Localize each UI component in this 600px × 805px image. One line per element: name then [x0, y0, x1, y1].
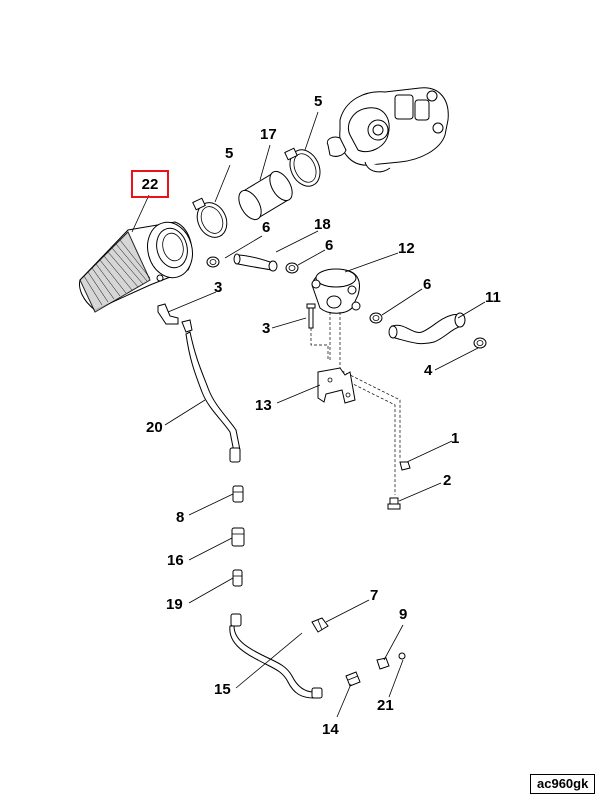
coupler-17	[238, 170, 293, 221]
callout-20[interactable]: 20	[146, 419, 163, 436]
housing-12	[311, 268, 361, 314]
callout-6[interactable]: 6	[423, 276, 432, 293]
callout-11[interactable]: 11	[485, 289, 501, 306]
callout-5[interactable]: 5	[314, 93, 323, 110]
screw-3	[306, 303, 316, 329]
callout-17[interactable]: 17	[260, 126, 277, 143]
air-filter-22	[79, 221, 193, 313]
leader-lines	[131, 111, 486, 718]
callout-14[interactable]: 14	[322, 721, 339, 738]
washer-21	[398, 652, 406, 660]
elbow-3-left	[157, 303, 179, 325]
bracket-13	[317, 367, 356, 404]
callout-7[interactable]: 7	[370, 587, 379, 604]
throttle-body-assembly	[326, 87, 449, 173]
callout-4[interactable]: 4	[424, 362, 433, 379]
fitting-8	[232, 485, 244, 503]
nut-9	[376, 657, 390, 670]
fitting-6-b	[285, 262, 299, 274]
callout-12[interactable]: 12	[398, 240, 415, 257]
callout-5[interactable]: 5	[225, 145, 234, 162]
clamp-4	[473, 337, 487, 349]
callout-13[interactable]: 13	[255, 397, 272, 414]
callout-22-highlighted[interactable]: 22	[131, 170, 169, 198]
callout-6[interactable]: 6	[262, 219, 271, 236]
nut-1	[399, 461, 411, 471]
callout-3[interactable]: 3	[214, 279, 223, 296]
fitting-16	[231, 527, 245, 547]
fitting-14	[345, 671, 361, 687]
fitting-6-a	[206, 256, 220, 268]
callout-15[interactable]: 15	[214, 681, 231, 698]
bolt-2	[387, 497, 401, 510]
image-code-label: ac960gk	[530, 774, 596, 794]
hose-20	[181, 319, 241, 463]
callout-16[interactable]: 16	[167, 552, 184, 569]
callout-8[interactable]: 8	[176, 509, 185, 526]
callout-1[interactable]: 1	[451, 430, 460, 447]
callout-2[interactable]: 2	[443, 472, 452, 489]
clamp-5-left	[192, 197, 228, 238]
hose-11	[388, 312, 466, 345]
callout-21[interactable]: 21	[377, 697, 394, 714]
callout-3[interactable]: 3	[262, 320, 271, 337]
callout-19[interactable]: 19	[166, 596, 183, 613]
fitting-19	[232, 569, 243, 587]
callout-9[interactable]: 9	[399, 606, 408, 623]
clamp-5-right	[284, 147, 321, 187]
callout-6[interactable]: 6	[325, 237, 334, 254]
hose-18	[233, 253, 278, 272]
hose-15	[229, 613, 323, 699]
fitting-6-c	[369, 312, 383, 324]
fitting-7	[311, 617, 329, 633]
callout-18[interactable]: 18	[314, 216, 331, 233]
